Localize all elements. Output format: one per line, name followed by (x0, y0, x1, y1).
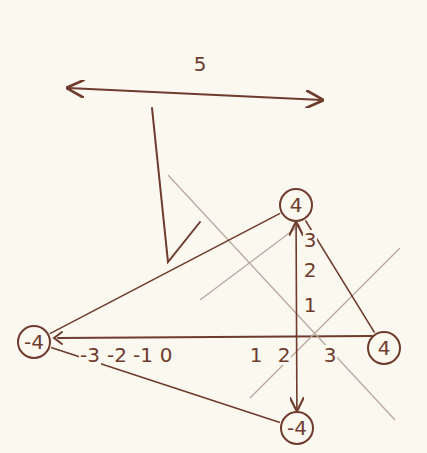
diagonal-line (200, 225, 300, 300)
axis-number: 5 (193, 54, 208, 74)
node-text: -4 (24, 332, 44, 352)
axis-number: -3 (79, 345, 101, 365)
axis-number: 1 (249, 345, 264, 365)
axis-number: 2 (277, 345, 292, 365)
node-text: 4 (378, 338, 391, 358)
dimension-arrow (68, 88, 322, 100)
diagonal-line (168, 175, 395, 420)
axis-number: 3 (323, 345, 338, 365)
axis-number: -1 (132, 345, 154, 365)
axis-number: 0 (159, 345, 174, 365)
circled-number: -4 (17, 325, 51, 359)
node-text: 4 (290, 195, 303, 215)
axis-number: 1 (303, 295, 318, 315)
axis-number: -2 (106, 345, 128, 365)
axis-number: 3 (303, 230, 318, 250)
node-text: -4 (287, 418, 307, 438)
diagonal-line (250, 248, 400, 398)
connector-line (295, 223, 297, 410)
connector-line (50, 213, 280, 333)
number-line-arrowhead (54, 332, 62, 344)
axis-number: 2 (303, 260, 318, 280)
circled-number: 4 (367, 331, 401, 365)
circled-number: 4 (279, 188, 313, 222)
pointer-arrow (152, 108, 200, 262)
number-line (58, 336, 372, 338)
circled-number: -4 (280, 411, 314, 445)
